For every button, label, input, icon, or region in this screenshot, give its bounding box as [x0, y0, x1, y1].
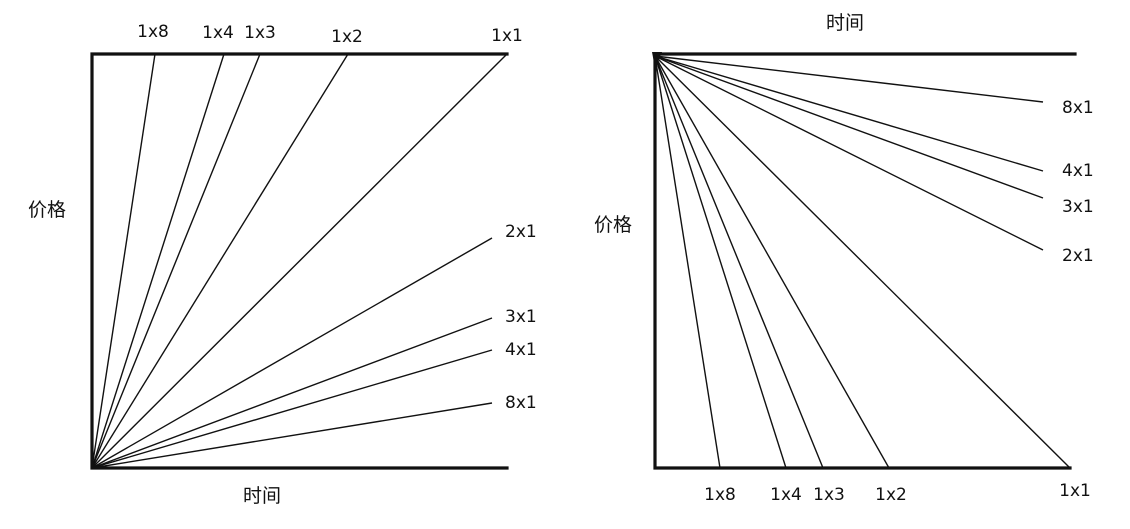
right-gann-fan: 8x1 4x1 3x1 2x1 1x8 1x4 1x3 1x2 1x1 时间 价… [594, 12, 1094, 505]
left-ray-1x1 [91, 53, 508, 469]
right-ray-1x2 [654, 55, 890, 469]
right-ray-2x1 [654, 55, 1044, 251]
right-label-3x1: 3x1 [1062, 197, 1094, 217]
right-x-axis-title: 时间 [826, 12, 864, 34]
left-label-1x2: 1x2 [331, 27, 363, 47]
right-label-4x1: 4x1 [1062, 161, 1094, 181]
left-label-1x3: 1x3 [244, 23, 276, 43]
right-ray-4x1 [654, 55, 1044, 172]
left-x-axis-title: 时间 [243, 485, 281, 507]
right-y-axis-title: 价格 [594, 214, 632, 236]
left-ray-labels: 1x8 1x4 1x3 1x2 1x1 2x1 3x1 4x1 8x1 [137, 22, 537, 413]
right-label-1x8: 1x8 [704, 485, 736, 505]
right-origin-mark [652, 52, 662, 68]
left-ray-1x3 [91, 53, 261, 469]
left-ray-1x8 [91, 53, 156, 469]
left-ray-1x4 [91, 53, 225, 469]
left-label-1x8: 1x8 [137, 22, 169, 42]
left-label-3x1: 3x1 [505, 307, 537, 327]
right-frame [653, 52, 1077, 470]
right-ray-1x1 [654, 55, 1071, 469]
right-label-1x4: 1x4 [770, 485, 802, 505]
right-label-8x1: 8x1 [1062, 98, 1094, 118]
left-label-2x1: 2x1 [505, 222, 537, 242]
left-label-8x1: 8x1 [505, 393, 537, 413]
right-ray-1x4 [654, 55, 787, 469]
left-label-1x4: 1x4 [202, 23, 234, 43]
left-rays [91, 53, 508, 469]
right-label-1x1: 1x1 [1059, 481, 1091, 501]
left-frame [90, 52, 509, 470]
left-ray-1x2 [91, 53, 349, 469]
right-ray-8x1 [654, 55, 1044, 103]
right-ray-1x8 [654, 55, 721, 469]
right-ray-3x1 [654, 55, 1044, 199]
left-gann-fan: 1x8 1x4 1x3 1x2 1x1 2x1 3x1 4x1 8x1 价格 时… [28, 22, 537, 507]
left-ray-3x1 [91, 317, 493, 469]
right-label-2x1: 2x1 [1062, 246, 1094, 266]
right-label-1x3: 1x3 [813, 485, 845, 505]
right-rays [654, 55, 1071, 469]
right-ray-1x3 [654, 55, 824, 469]
left-label-1x1: 1x1 [491, 26, 523, 46]
left-ray-2x1 [91, 237, 493, 469]
right-label-1x2: 1x2 [875, 485, 907, 505]
left-ray-4x1 [91, 349, 493, 469]
left-y-axis-title: 价格 [28, 199, 66, 221]
left-label-4x1: 4x1 [505, 340, 537, 360]
right-ray-labels: 8x1 4x1 3x1 2x1 1x8 1x4 1x3 1x2 1x1 [704, 98, 1094, 505]
left-ray-8x1 [91, 402, 493, 469]
